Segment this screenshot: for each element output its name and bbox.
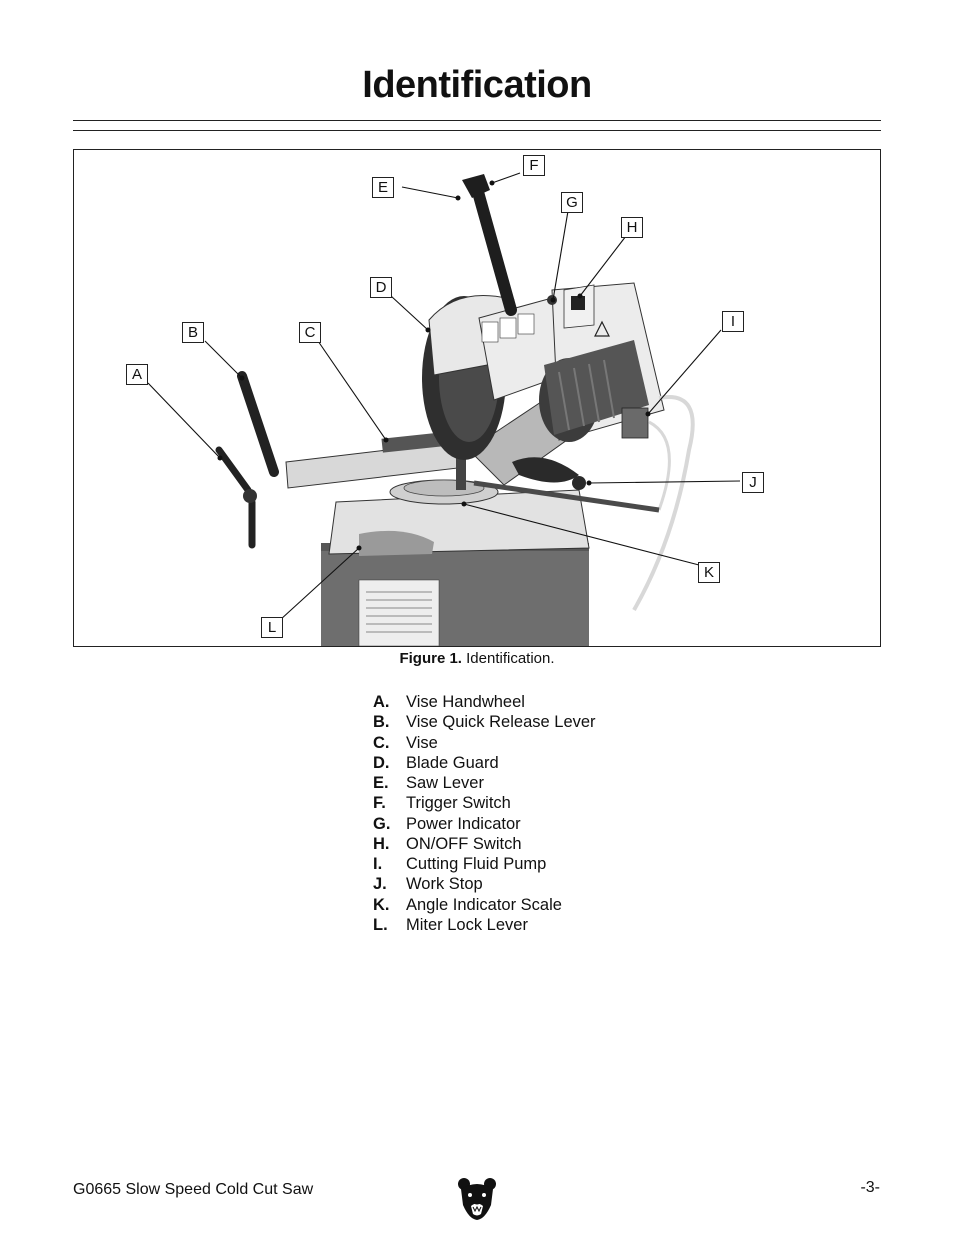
list-item: L. Miter Lock Lever (373, 915, 596, 935)
grizzly-bear-icon (457, 1177, 497, 1221)
part-letter: G. (373, 814, 391, 833)
part-letter: K. (373, 895, 390, 914)
figure-caption: Figure 1. Identification. (0, 650, 954, 667)
part-letter: A. (373, 693, 390, 711)
part-name: Miter Lock Lever (406, 915, 528, 934)
list-item: H. ON/OFF Switch (373, 834, 596, 854)
parts-list: A. Vise Handwheel B. Vise Quick Release Le… (373, 692, 596, 935)
part-name: Trigger Switch (406, 794, 511, 813)
callout-e: E (372, 177, 394, 198)
callout-c: C (299, 322, 321, 343)
part-name: Blade Guard (406, 753, 499, 772)
saw-illustration (147, 172, 741, 646)
part-letter: B. (373, 713, 390, 732)
callout-f: F (523, 155, 545, 176)
list-item: C. Vise (373, 733, 596, 753)
identification-figure: A B C D E F G H I J K L (73, 149, 881, 647)
caption-text: Identification. (466, 650, 555, 667)
list-item: G. Power Indicator (373, 814, 596, 834)
caption-label: Figure 1. (399, 650, 462, 667)
part-letter: E. (373, 774, 389, 792)
footer-model: G0665 Slow Speed Cold Cut Saw (73, 1181, 314, 1198)
list-item: D. Blade Guard (373, 753, 596, 773)
title-rule-top (73, 120, 881, 121)
callout-j: J (742, 472, 764, 493)
list-item: A. Vise Handwheel (373, 692, 596, 712)
part-name: Cutting Fluid Pump (406, 855, 547, 873)
part-letter: C. (373, 733, 390, 752)
part-letter: D. (373, 753, 390, 772)
list-item: E. Saw Lever (373, 773, 596, 793)
part-letter: J. (373, 875, 387, 894)
title-rule-bottom (73, 130, 881, 131)
callout-k: K (698, 562, 720, 583)
list-item: I. Cutting Fluid Pump (373, 854, 596, 874)
part-name: ON/OFF Switch (406, 834, 522, 853)
part-letter: I. (373, 855, 383, 873)
list-item: K. Angle Indicator Scale (373, 895, 596, 915)
part-letter: H. (373, 834, 390, 853)
callout-h: H (621, 217, 643, 238)
part-letter: L. (373, 915, 388, 934)
part-name: Power Indicator (406, 814, 521, 833)
part-name: Vise (406, 733, 438, 752)
list-item: B. Vise Quick Release Lever (373, 712, 596, 732)
part-name: Work Stop (406, 875, 483, 894)
callout-b: B (182, 322, 204, 343)
callout-d: D (370, 277, 392, 298)
page-title: Identification (362, 64, 592, 106)
callout-a: A (126, 364, 148, 385)
callout-i: I (722, 311, 744, 332)
part-name: Angle Indicator Scale (406, 895, 562, 914)
callout-g: G (561, 192, 583, 213)
list-item: F. Trigger Switch (373, 793, 596, 813)
list-item: J. Work Stop (373, 874, 596, 894)
page-number: -3- (860, 1179, 880, 1196)
part-name: Vise Handwheel (406, 693, 525, 711)
callout-l: L (261, 617, 283, 638)
part-name: Saw Lever (406, 774, 484, 792)
part-letter: F. (373, 794, 386, 813)
part-name: Vise Quick Release Lever (406, 713, 596, 732)
